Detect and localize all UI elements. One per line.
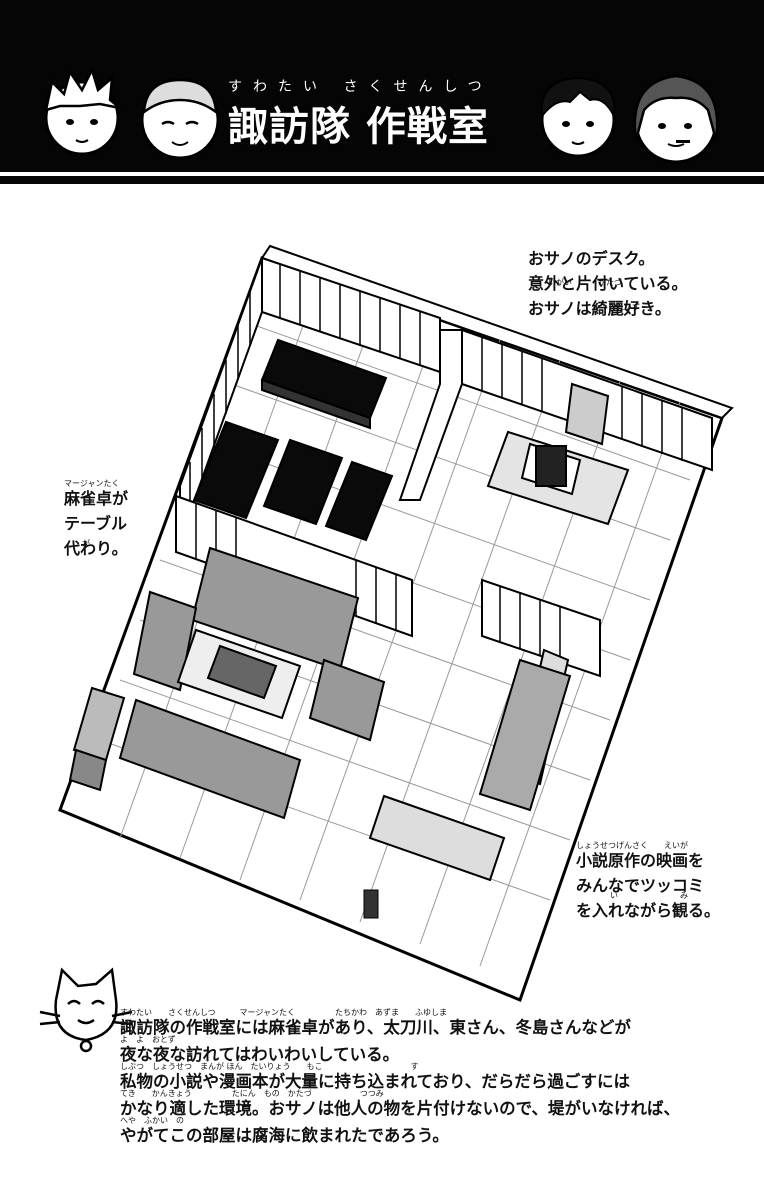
face-tsutsumi: [140, 78, 220, 160]
caption-movie-ruby1: しょうせつげんさく: [576, 841, 648, 850]
caption-movie: 小説原作の映画を みんなでツッコミ を入れながら観る。: [576, 851, 721, 920]
page-title: 諏訪隊 作戦室: [228, 104, 489, 150]
caption-mahjong: 麻雀卓が テーブル 代わり。: [64, 489, 129, 558]
story-ruby-1: すわたい さくせんしつ マージャンたく たちかわ あずま ふゆしま: [120, 1008, 447, 1017]
title-block: すわたい さくせんしつ 諏訪隊 作戦室: [228, 76, 528, 156]
caption-desk-ruby3: きれいず: [608, 303, 640, 312]
caption-movie-ruby2: えいが: [664, 841, 688, 850]
caption-desk: おサノのデスク。 意外と片付いている。 おサノは綺麗好き。: [528, 249, 688, 318]
door-panel: [363, 889, 379, 919]
story-ruby-4: てき かんきょう たにん もの かたづ つつみ: [120, 1089, 384, 1098]
story-ruby-3: しぶつ しょうせつ まんが ほん たいりょう もこ す: [120, 1062, 419, 1071]
desk-area: [486, 382, 630, 526]
caption-desk-ruby1: いがい: [548, 278, 572, 287]
bookshelf: [68, 686, 126, 792]
story-ruby-5: へや ふかい の: [120, 1116, 184, 1125]
caption-mahjong-ruby2: が: [82, 539, 90, 548]
storage-boxes: [192, 338, 394, 542]
story-text: 諏訪隊の作戦室には麻雀卓があり、太刀川、東さん、冬島さんなどが 夜な夜な訪れては…: [120, 1018, 681, 1145]
caption-desk-ruby2: かたづ: [598, 278, 622, 287]
face-hisato: [540, 76, 616, 158]
header-rule: [0, 176, 764, 184]
caption-mahjong-ruby1: マージャンたく: [64, 479, 120, 488]
caption-movie-ruby4: み: [680, 891, 688, 900]
face-suwa: [44, 66, 121, 156]
title-ruby: すわたい さくせんしつ: [228, 79, 493, 95]
tv-cabinet: [368, 648, 572, 882]
header-faces: [44, 66, 719, 164]
story-ruby-2: よ よ おとず: [120, 1035, 176, 1044]
header-band: [0, 0, 764, 172]
caption-movie-ruby3: い: [610, 891, 618, 900]
face-osano: [633, 74, 719, 164]
sofa-set: [118, 546, 386, 820]
